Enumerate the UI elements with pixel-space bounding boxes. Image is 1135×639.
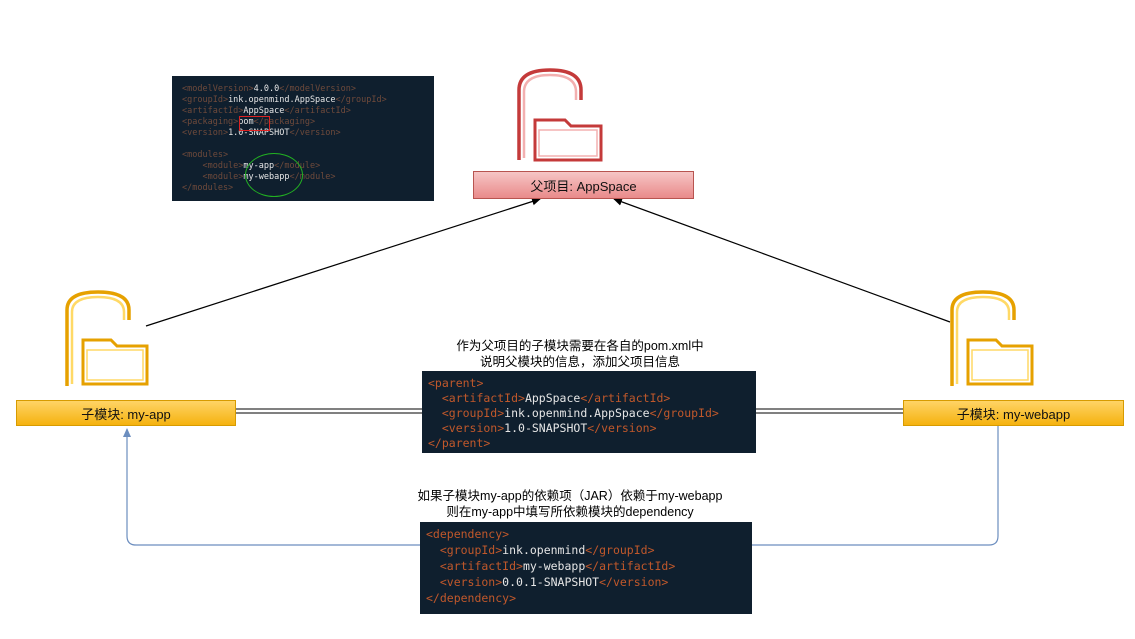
code-close-tag: </artifactId>	[284, 106, 351, 116]
code-close-tag: </modelVersion>	[279, 84, 357, 94]
parent-note-line2: 说明父模块的信息，添加父项目信息	[479, 355, 680, 369]
code-open-tag: <version>	[428, 421, 505, 435]
code-line: </modules>	[182, 183, 424, 194]
code-line: <module>my-webapp</module>	[182, 172, 424, 183]
code-value: AppSpace	[524, 391, 581, 405]
code-line: <modules>	[182, 150, 424, 161]
code-open-tag: </parent>	[428, 436, 491, 450]
code-value: 1.0-SNAPSHOT	[228, 128, 290, 138]
code-open-tag: <dependency>	[426, 527, 510, 541]
code-open-tag: <modules>	[182, 150, 229, 160]
code-value: pom	[238, 117, 254, 127]
modules-highlight	[245, 153, 303, 197]
folder-lock-icon	[950, 290, 1034, 386]
code-line: <modelVersion>4.0.0</modelVersion>	[182, 84, 424, 95]
code-line	[182, 139, 424, 150]
code-line: <groupId>ink.openmind.AppSpace</groupId>	[182, 95, 424, 106]
code-close-tag: </artifactId>	[580, 391, 671, 405]
code-close-tag: </packaging>	[253, 117, 316, 127]
code-value: 4.0.0	[253, 84, 280, 94]
code-value: AppSpace	[243, 106, 285, 116]
code-open-tag: <groupId>	[428, 406, 505, 420]
parent-pom-code: <modelVersion>4.0.0</modelVersion><group…	[172, 76, 434, 201]
code-open-tag: <parent>	[428, 376, 484, 390]
child-module-my-webapp-label: 子模块: my-webapp	[956, 406, 1071, 422]
code-line: <version>0.0.1-SNAPSHOT</version>	[426, 574, 746, 590]
code-line: <groupId>ink.openmind</groupId>	[426, 542, 746, 558]
code-line: </dependency>	[426, 590, 746, 606]
code-open-tag: <packaging>	[182, 117, 239, 127]
parent-note-line1: 作为父项目的子模块需要在各自的pom.xml中	[456, 339, 704, 353]
code-open-tag: <module>	[182, 161, 244, 171]
parent-project-box[interactable]: 父项目: AppSpace	[473, 171, 694, 199]
code-open-tag: <modelVersion>	[182, 84, 254, 94]
code-close-tag: </version>	[599, 575, 669, 589]
code-value: ink.openmind.AppSpace	[504, 406, 650, 420]
code-line: <artifactId>my-webapp</artifactId>	[426, 558, 746, 574]
code-open-tag: </modules>	[182, 183, 234, 193]
code-close-tag: </groupId>	[585, 543, 655, 557]
dependency-note-line2: 则在my-app中填写所依赖模块的dependency	[446, 505, 694, 519]
child-module-my-app-box[interactable]: 子模块: my-app	[16, 400, 236, 426]
folder-lock-icon	[65, 290, 149, 386]
code-open-tag: <groupId>	[182, 95, 229, 105]
code-line: </parent>	[428, 436, 750, 451]
code-line: <artifactId>AppSpace</artifactId>	[182, 106, 424, 117]
code-line: <artifactId>AppSpace</artifactId>	[428, 391, 750, 406]
code-close-tag: </module>	[289, 172, 336, 182]
code-value: 0.0.1-SNAPSHOT	[502, 575, 600, 589]
parent-snippet-code: <parent> <artifactId>AppSpace</artifactI…	[422, 371, 756, 453]
code-open-tag: <groupId>	[426, 543, 503, 557]
pom-packaging-highlight	[239, 116, 270, 131]
code-open-tag: </dependency>	[426, 591, 517, 605]
parent-project-label: 父项目: AppSpace	[530, 178, 637, 194]
parent-note: 作为父项目的子模块需要在各自的pom.xml中 说明父模块的信息，添加父项目信息	[400, 338, 760, 370]
dependency-note: 如果子模块my-app的依赖项（JAR）依赖于my-webapp 则在my-ap…	[380, 488, 760, 520]
code-open-tag: <artifactId>	[182, 106, 244, 116]
code-line: <parent>	[428, 376, 750, 391]
code-close-tag: </version>	[289, 128, 341, 138]
dependency-note-line1: 如果子模块my-app的依赖项（JAR）依赖于my-webapp	[417, 489, 723, 503]
dependency-snippet-code: <dependency> <groupId>ink.openmind</grou…	[420, 522, 752, 614]
code-line: <module>my-app</module>	[182, 161, 424, 172]
folder-lock-icon	[517, 68, 603, 162]
code-close-tag: </groupId>	[335, 95, 387, 105]
code-close-tag: </artifactId>	[585, 559, 676, 573]
code-line: <version>1.0-SNAPSHOT</version>	[182, 128, 424, 139]
edge-my-webapp-to-parent	[613, 197, 951, 323]
code-value: 1.0-SNAPSHOT	[504, 421, 588, 435]
code-open-tag: <artifactId>	[428, 391, 525, 405]
code-open-tag: <version>	[182, 128, 229, 138]
code-open-tag: <artifactId>	[426, 559, 523, 573]
code-value: my-webapp	[522, 559, 586, 573]
child-module-my-app-label: 子模块: my-app	[81, 406, 171, 422]
code-close-tag: </version>	[587, 421, 657, 435]
code-close-tag: </groupId>	[649, 406, 719, 420]
code-line: <dependency>	[426, 526, 746, 542]
code-line: <groupId>ink.openmind.AppSpace</groupId>	[428, 406, 750, 421]
code-value: ink.openmind.AppSpace	[228, 95, 336, 105]
code-value: ink.openmind	[502, 543, 586, 557]
code-open-tag: <version>	[426, 575, 503, 589]
child-module-my-webapp-box[interactable]: 子模块: my-webapp	[903, 400, 1124, 426]
code-line: <packaging>pom</packaging>	[182, 117, 424, 128]
code-line: <version>1.0-SNAPSHOT</version>	[428, 421, 750, 436]
code-open-tag: <module>	[182, 172, 244, 182]
edge-my-app-to-parent	[145, 197, 541, 327]
